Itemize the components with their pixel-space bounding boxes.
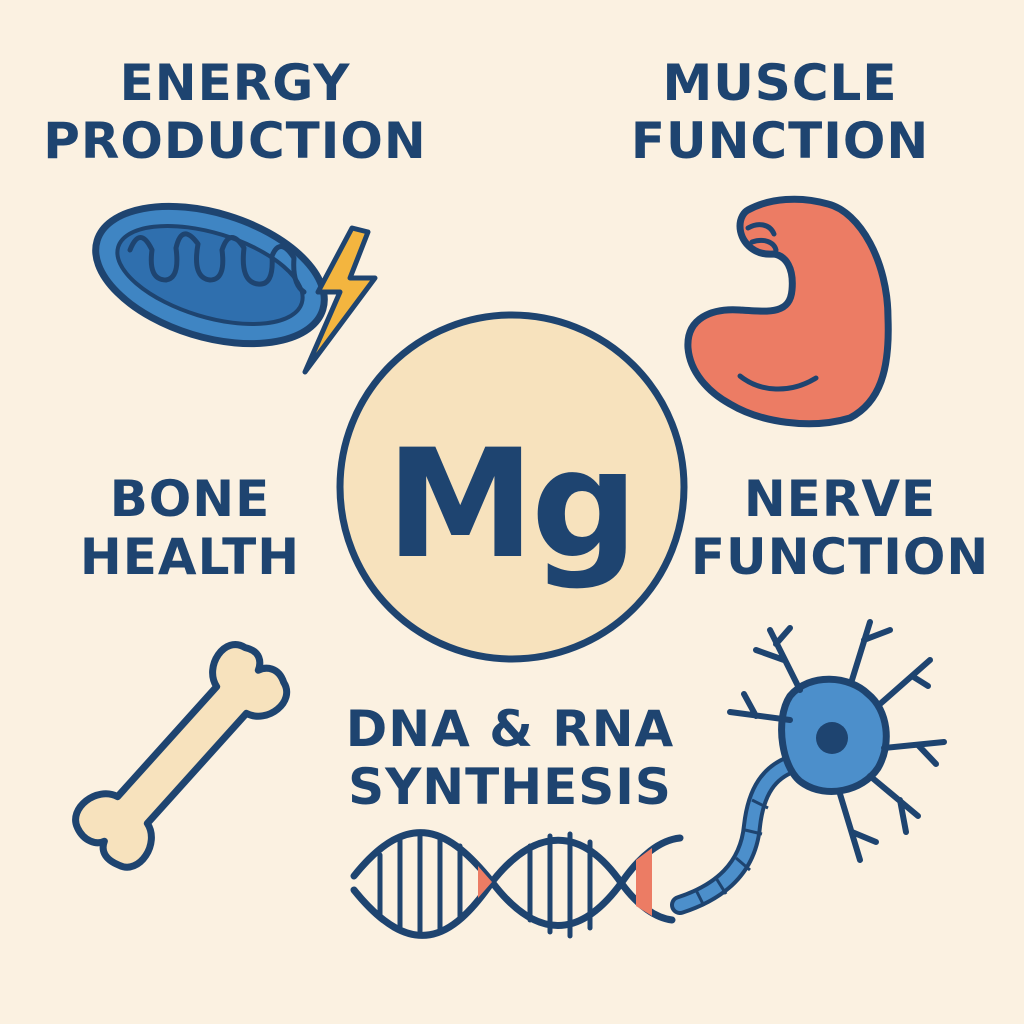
magnesium-symbol: Mg	[385, 418, 639, 592]
bone-health-label: BONE HEALTH	[60, 470, 320, 586]
energy-production-label: ENERGY PRODUCTION	[40, 54, 430, 170]
dna-rna-synthesis-label: DNA & RNA SYNTHESIS	[330, 700, 690, 816]
energy-label-line2: PRODUCTION	[43, 112, 427, 170]
magnesium-circle	[336, 311, 688, 663]
energy-label-line1: ENERGY	[119, 54, 351, 112]
dna-label-line1: DNA & RNA	[345, 700, 675, 758]
bone-icon	[72, 641, 291, 871]
dna-label-line2: SYNTHESIS	[348, 758, 672, 816]
muscle-function-label: MUSCLE FUNCTION	[620, 54, 940, 170]
nerve-label-line1: NERVE	[743, 470, 937, 528]
muscle-label-line2: FUNCTION	[630, 112, 930, 170]
bone-label-line1: BONE	[109, 470, 271, 528]
nerve-label-line2: FUNCTION	[690, 528, 990, 586]
mitochondria-icon	[92, 202, 328, 348]
bone-label-line2: HEALTH	[79, 528, 301, 586]
flexed-arm-icon	[684, 195, 892, 428]
lightning-bolt-icon	[302, 225, 378, 375]
muscle-label-line1: MUSCLE	[662, 54, 898, 112]
neuron-icon	[670, 619, 947, 915]
dna-helix-icon	[350, 829, 684, 939]
nerve-function-label: NERVE FUNCTION	[690, 470, 990, 586]
